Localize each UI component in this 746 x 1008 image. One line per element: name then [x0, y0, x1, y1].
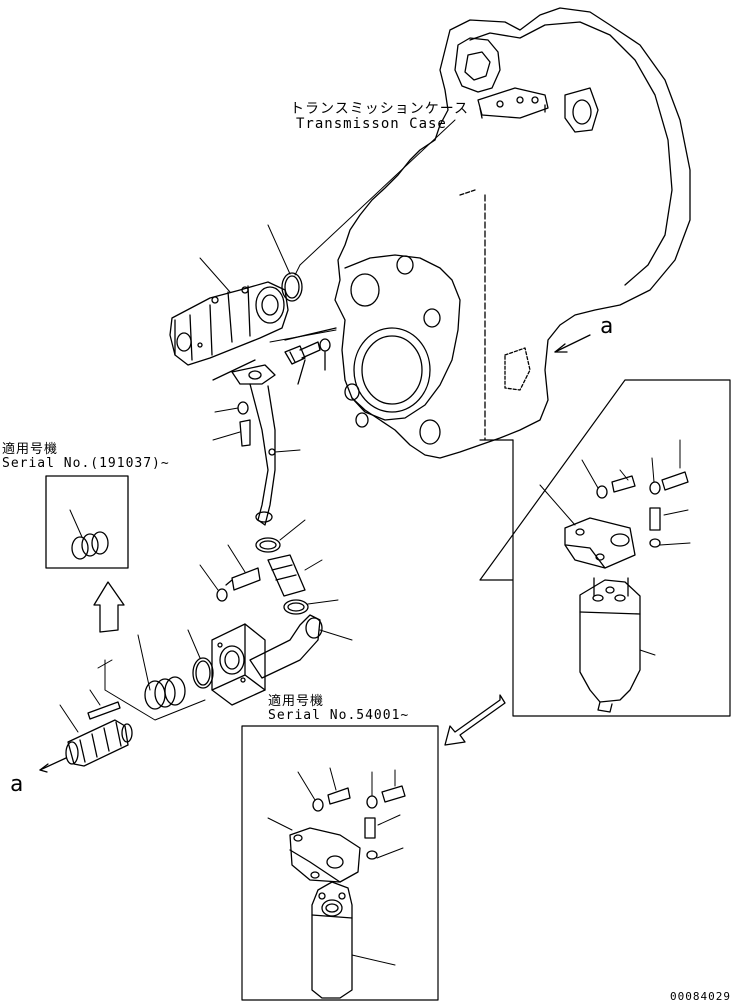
serial-box-1 — [45, 475, 129, 569]
view-a-label-right: a — [600, 314, 615, 339]
suction-pipe — [212, 359, 301, 526]
pin — [87, 701, 121, 720]
pump-bolt — [269, 327, 337, 385]
elbow-pipe — [249, 614, 353, 679]
drawing-number: 00084029 — [670, 990, 731, 1003]
view-a-arrow-right — [554, 334, 591, 353]
up-arrow — [93, 581, 125, 633]
strainer-case — [211, 623, 266, 706]
serial-1-label-en: Serial No.(191037)~ — [2, 456, 170, 471]
filter-box-lower — [241, 725, 439, 1001]
serial-2-label-jp: 適用号機 — [268, 694, 325, 709]
o-ring-pump — [281, 272, 303, 302]
spring-rings — [137, 634, 186, 710]
diagonal-arrow — [444, 694, 506, 746]
hose-and-clamps — [255, 519, 339, 615]
view-a-label-left: a — [10, 772, 25, 797]
filter-box-right — [479, 379, 731, 717]
transmission-case — [334, 7, 691, 459]
strainer-element — [39, 704, 133, 773]
serial-1-label-jp: 適用号機 — [2, 442, 59, 457]
transmission-case-label-jp: トランスミッションケース — [290, 101, 470, 117]
pump-assembly — [169, 257, 289, 366]
o-ring-strainer — [192, 657, 214, 689]
transmission-case-label-en: Transmisson Case — [296, 116, 447, 132]
serial-2-label-en: Serial No.54001~ — [268, 708, 410, 723]
